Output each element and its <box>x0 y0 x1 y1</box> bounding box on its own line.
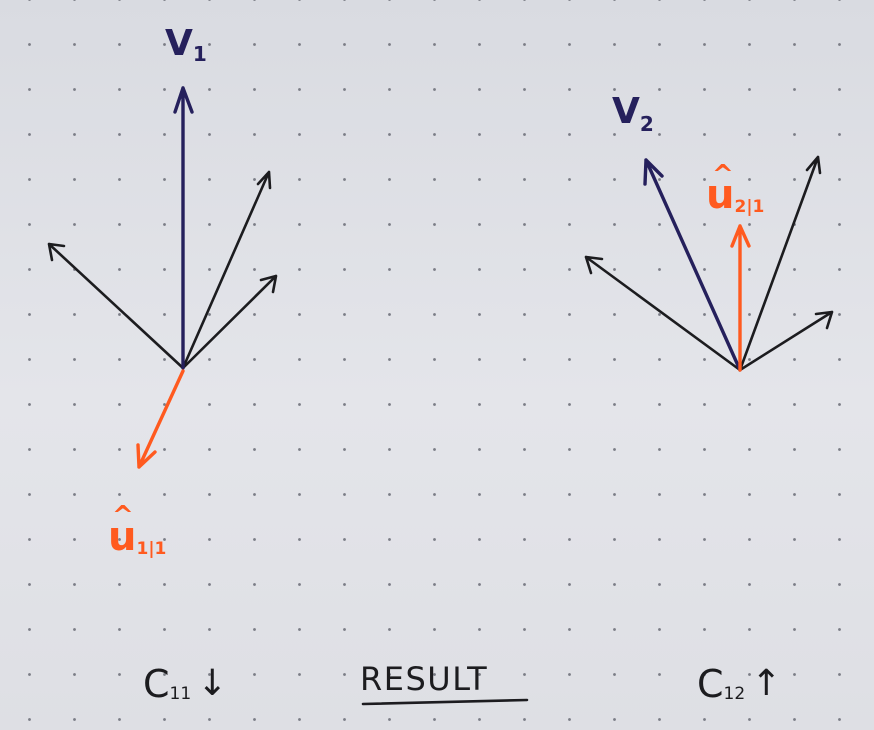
left-black-vector-right <box>181 274 278 370</box>
result-heading: RESULT <box>360 660 529 706</box>
left-v-label: V1 <box>165 23 207 66</box>
result-label: RESULT <box>360 660 488 698</box>
right-u-hat: ^ <box>712 160 734 190</box>
right-caption: C12↑ <box>697 662 781 706</box>
right-diagram: V2 ^ u2|1 C12↑ <box>584 91 834 706</box>
left-u-vector <box>136 369 185 469</box>
right-u-vector <box>730 224 751 372</box>
right-black-vector-upleft <box>584 255 742 372</box>
right-black-vector-upright <box>738 155 822 372</box>
result-underline <box>361 698 529 706</box>
right-v-label: V2 <box>612 91 654 136</box>
right-black-vector-right <box>738 310 834 372</box>
right-u-label: u2|1 <box>706 172 764 218</box>
right-v-vector <box>643 158 742 372</box>
left-caption: C11↓ <box>143 662 227 706</box>
left-u-hat: ^ <box>112 501 134 531</box>
left-black-vector-upright <box>181 170 272 370</box>
left-v-vector <box>173 86 194 370</box>
left-u-label: u1|1 <box>108 514 166 560</box>
left-black-vector-upleft <box>47 242 185 370</box>
left-diagram: V1 ^ u1|1 C11↓ <box>47 23 278 706</box>
